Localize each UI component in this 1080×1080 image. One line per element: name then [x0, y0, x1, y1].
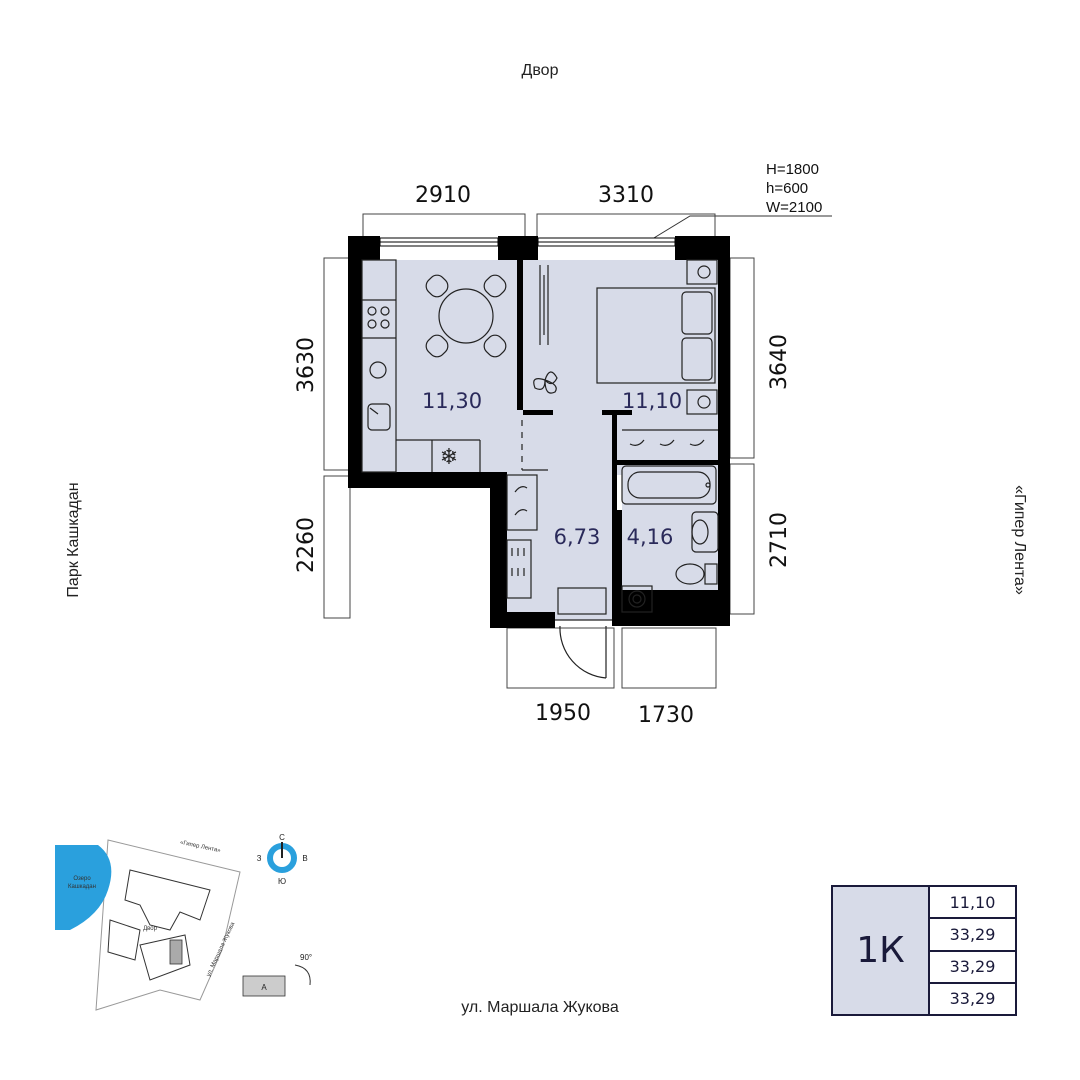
- site-yard-label: Двор: [143, 926, 158, 932]
- room-area-kitchen: 11,30: [422, 389, 482, 413]
- summary-value: 33,29: [930, 952, 1015, 984]
- orientation-right: «Гипер Лента»: [1011, 485, 1028, 595]
- lake-label: Озеро: [73, 876, 91, 882]
- plant-icon: [533, 371, 558, 394]
- dim-left-lower: 2260: [294, 517, 319, 573]
- bedroom-furniture: [533, 259, 718, 446]
- kitchen-furniture: ❄: [361, 259, 507, 473]
- compass: С Ю З В: [257, 833, 308, 886]
- compass-w: З: [257, 854, 262, 863]
- apartment-type: 1К: [833, 887, 930, 1014]
- window-spec: H=1800 h=600 W=2100: [643, 161, 832, 245]
- compass-s: Ю: [278, 877, 286, 886]
- windows: [379, 237, 676, 247]
- orientation-left: Парк Кашкадан: [65, 482, 82, 597]
- bathroom-fixtures: [621, 465, 719, 613]
- dim-bottom-right: 1730: [638, 703, 694, 728]
- lake: [55, 845, 112, 930]
- orientation-top: Двор: [522, 62, 559, 79]
- dim-right-lower: 2710: [767, 512, 792, 568]
- window-spec-line: W=2100: [766, 199, 822, 216]
- site-top-label: «Гипер Лента»: [179, 840, 221, 855]
- dim-left-upper: 3630: [294, 337, 319, 393]
- site-highlight-building: [169, 939, 183, 965]
- entrance-door: [555, 619, 612, 679]
- summary-value: 33,29: [949, 989, 996, 1009]
- room-area-hall: 6,73: [554, 525, 601, 549]
- section-label: А: [261, 983, 267, 992]
- dim-right-upper: 3640: [767, 334, 792, 390]
- summary-value: 11,10: [930, 887, 1015, 920]
- rotation-label: 90°: [300, 953, 312, 962]
- site-boundary: [95, 839, 241, 1011]
- summary-table: 1К 11,10 33,29 33,29 33,29: [831, 885, 1017, 1016]
- site-buildings: [107, 869, 211, 981]
- hall-furniture: [506, 420, 607, 615]
- compass-e: В: [302, 854, 307, 863]
- dim-top-right: 3310: [598, 183, 654, 208]
- orientation-bottom: ул. Маршала Жукова: [461, 999, 619, 1016]
- window-spec-leader: [643, 215, 832, 245]
- site-plan: Озеро Кашкадан «Гипер Лента» Двор ул. Ма…: [55, 833, 312, 1011]
- dim-top-left: 2910: [415, 183, 471, 208]
- summary-value: 33,29: [930, 919, 1015, 952]
- window-spec-line: h=600: [766, 180, 808, 197]
- lake-label: Кашкадан: [68, 884, 96, 890]
- summary-values: 11,10 33,29 33,29 33,29: [930, 887, 1015, 1014]
- room-area-bathroom: 4,16: [627, 525, 674, 549]
- fridge-icon: ❄: [440, 444, 458, 469]
- compass-n: С: [279, 833, 285, 842]
- walls: [348, 236, 730, 628]
- section-marker: [242, 975, 286, 997]
- window-spec-line: H=1800: [766, 161, 819, 178]
- rotation-arrow-icon: [294, 964, 311, 986]
- room-area-bedroom: 11,10: [622, 389, 682, 413]
- dim-bottom-left: 1950: [535, 701, 591, 726]
